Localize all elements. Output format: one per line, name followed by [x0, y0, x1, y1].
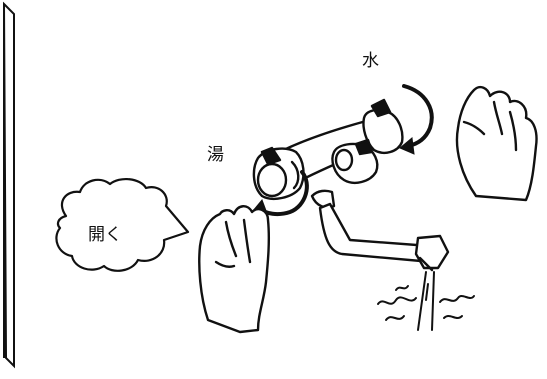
wall-edge — [2, 1, 15, 369]
hot-water-label: 湯 — [207, 145, 224, 165]
hand-icon — [455, 85, 538, 202]
bubble-text: 開く — [88, 225, 122, 245]
mixing-faucet — [252, 98, 450, 272]
rotate-arrow-icon — [399, 84, 434, 155]
speech-bubble — [55, 178, 190, 272]
water-stream-icon — [377, 271, 475, 331]
hand-icon — [198, 205, 271, 334]
cold-water-label: 水 — [362, 51, 379, 71]
